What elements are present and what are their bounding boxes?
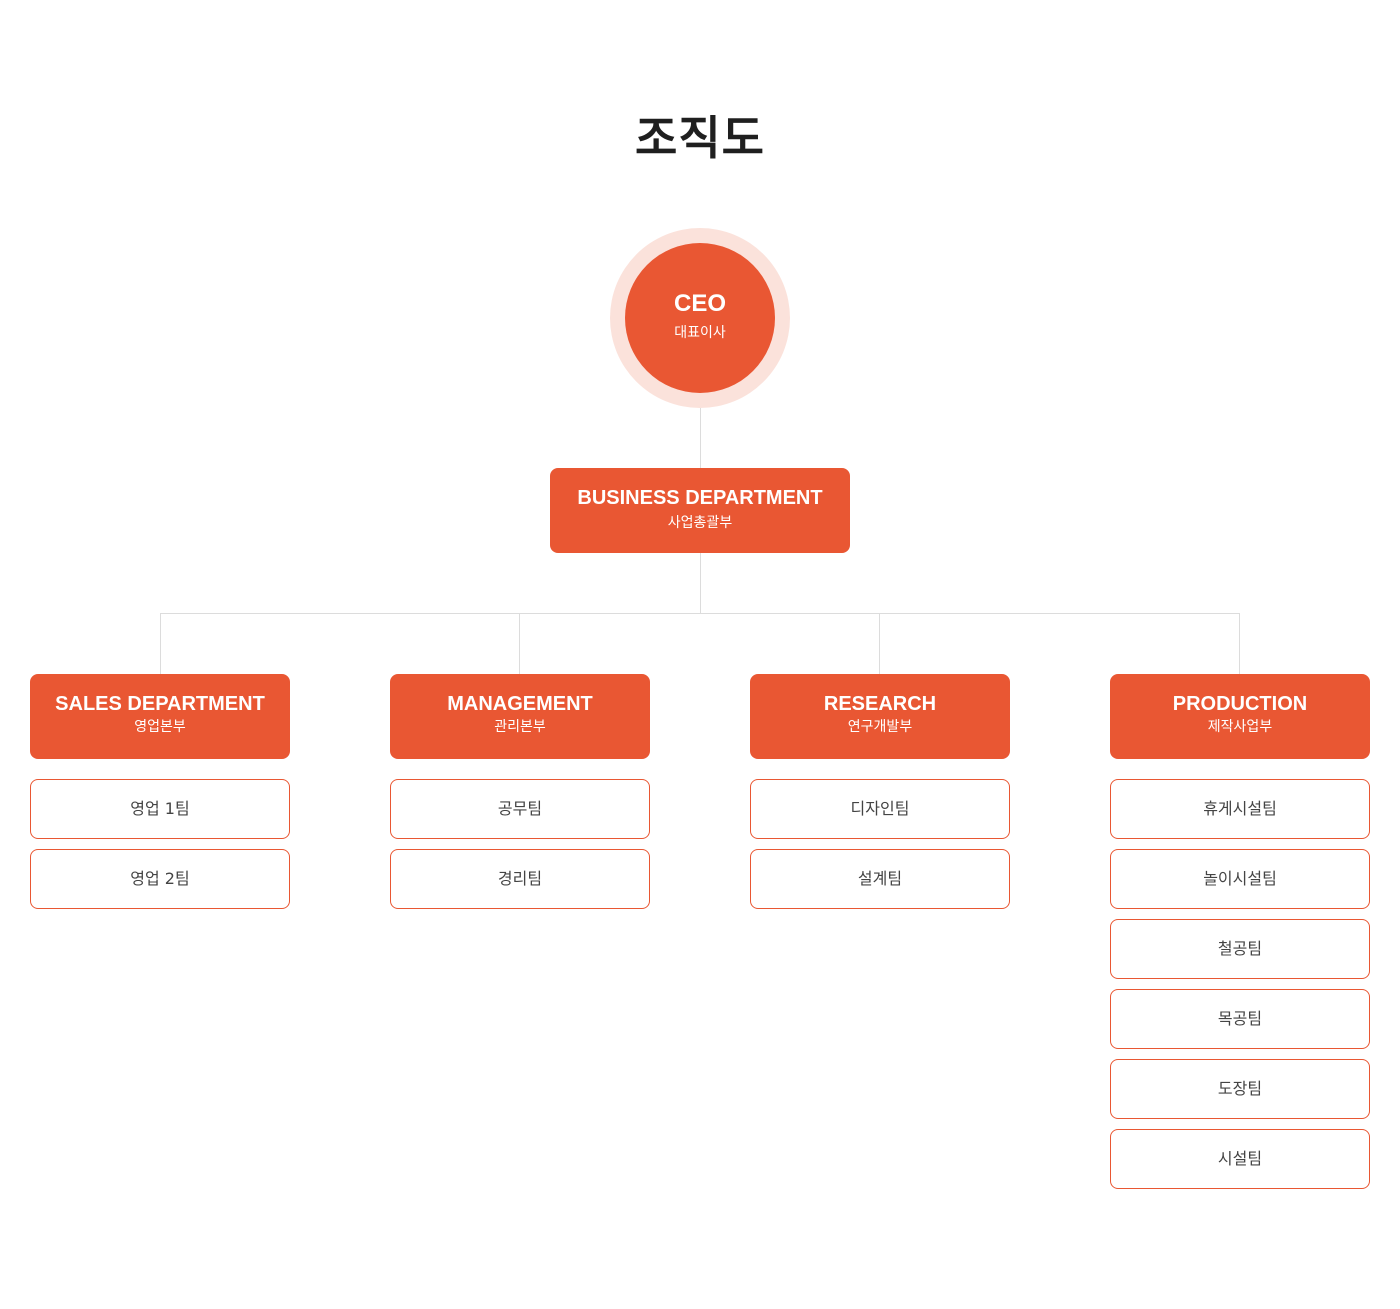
team-list: 디자인팀 설계팀 xyxy=(750,779,1010,909)
team-item: 영업 2팀 xyxy=(30,849,290,909)
connector-horizontal xyxy=(160,613,1240,614)
department-title: MANAGEMENT xyxy=(447,693,593,715)
ceo-title: CEO xyxy=(673,290,726,317)
department-column-sales: SALES DEPARTMENT 영업본부 영업 1팀 영업 2팀 xyxy=(30,674,290,909)
connector-drop-research xyxy=(879,613,880,674)
connector-drop-management xyxy=(519,613,520,674)
business-department-subtitle: 사업총괄부 xyxy=(667,515,733,531)
business-department-title: BUSINESS DEPARTMENT xyxy=(577,487,823,509)
connector-drop-production xyxy=(1239,613,1240,674)
department-subtitle: 관리본부 xyxy=(494,719,546,735)
department-subtitle: 영업본부 xyxy=(134,719,186,735)
connector-drop-sales xyxy=(160,613,161,674)
department-column-management: MANAGEMENT 관리본부 공무팀 경리팀 xyxy=(390,674,650,909)
page-title: 조직도 xyxy=(635,111,765,165)
department-column-research: RESEARCH 연구개발부 디자인팀 설계팀 xyxy=(750,674,1010,909)
connector-ceo-business xyxy=(700,393,701,468)
department-title: PRODUCTION xyxy=(1172,693,1308,715)
ceo-node: CEO 대표이사 xyxy=(625,243,775,393)
team-item: 놀이시설팀 xyxy=(1110,849,1370,909)
team-item: 공무팀 xyxy=(390,779,650,839)
team-item: 휴게시설팀 xyxy=(1110,779,1370,839)
team-list: 휴게시설팀 놀이시설팀 철공팀 목공팀 도장팀 시설팀 xyxy=(1110,779,1370,1189)
ceo-subtitle: 대표이사 xyxy=(674,325,726,341)
team-list: 공무팀 경리팀 xyxy=(390,779,650,909)
team-item: 디자인팀 xyxy=(750,779,1010,839)
team-list: 영업 1팀 영업 2팀 xyxy=(30,779,290,909)
team-item: 설계팀 xyxy=(750,849,1010,909)
department-title: SALES DEPARTMENT xyxy=(55,693,265,715)
department-column-production: PRODUCTION 제작사업부 휴게시설팀 놀이시설팀 철공팀 목공팀 도장팀… xyxy=(1110,674,1370,1189)
team-item: 목공팀 xyxy=(1110,989,1370,1049)
team-item: 영업 1팀 xyxy=(30,779,290,839)
team-item: 시설팀 xyxy=(1110,1129,1370,1189)
team-item: 경리팀 xyxy=(390,849,650,909)
team-item: 철공팀 xyxy=(1110,919,1370,979)
business-department-node: BUSINESS DEPARTMENT 사업총괄부 xyxy=(550,468,850,553)
department-subtitle: 제작사업부 xyxy=(1207,719,1273,735)
connector-business-branch xyxy=(700,553,701,613)
department-node-production: PRODUCTION 제작사업부 xyxy=(1110,674,1370,759)
department-node-management: MANAGEMENT 관리본부 xyxy=(390,674,650,759)
department-node-sales: SALES DEPARTMENT 영업본부 xyxy=(30,674,290,759)
department-title: RESEARCH xyxy=(823,693,937,715)
team-item: 도장팀 xyxy=(1110,1059,1370,1119)
department-node-research: RESEARCH 연구개발부 xyxy=(750,674,1010,759)
department-subtitle: 연구개발부 xyxy=(847,719,913,735)
